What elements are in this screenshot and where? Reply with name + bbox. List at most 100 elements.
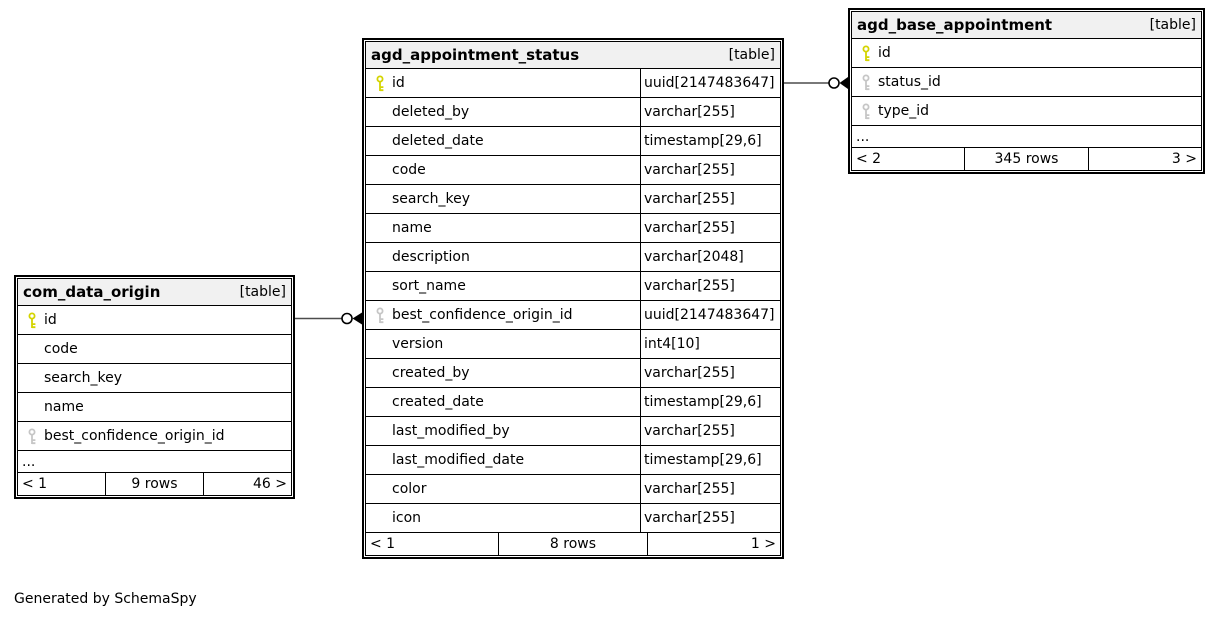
column-row-sort_name: sort_name varchar[255] — [365, 272, 781, 301]
column-type: varchar[255] — [640, 214, 780, 242]
column-name-cell: status_id — [852, 68, 1201, 96]
column-type: varchar[255] — [640, 417, 780, 445]
column-name: name — [392, 220, 432, 236]
column-type: varchar[255] — [640, 98, 780, 126]
column-row-created_by: created_by varchar[255] — [365, 359, 781, 388]
table-name: agd_base_appointment — [857, 16, 1053, 34]
column-row-code: code — [17, 335, 292, 364]
column-name: created_by — [392, 365, 470, 381]
column-row-best_confidence_origin_id: best_confidence_origin_id — [17, 422, 292, 451]
column-name-cell: id — [18, 306, 291, 334]
column-name-cell: last_modified_date — [366, 446, 640, 474]
column-name-cell: code — [18, 335, 291, 363]
column-name-cell: description — [366, 243, 640, 271]
column-name: status_id — [878, 74, 941, 90]
child-tables-count: 46 > — [253, 476, 287, 492]
column-name: code — [392, 162, 426, 178]
column-row-status_id: status_id — [851, 68, 1202, 97]
column-row-id: id — [17, 306, 292, 335]
more-columns-ellipsis: ... — [17, 451, 292, 473]
column-row-type_id: type_id — [851, 97, 1202, 126]
column-name-cell: created_by — [366, 359, 640, 387]
column-type: varchar[255] — [640, 272, 780, 300]
column-name-cell: deleted_date — [366, 127, 640, 155]
table-type-badge: [table] — [728, 47, 775, 63]
zero-or-more-circle-icon — [341, 312, 353, 325]
column-row-search_key: search_key — [17, 364, 292, 393]
column-name: deleted_by — [392, 104, 470, 120]
column-row-id: id — [851, 39, 1202, 68]
row-count: 8 rows — [498, 533, 648, 555]
foreign-key-icon — [27, 428, 44, 445]
column-row-code: code varchar[255] — [365, 156, 781, 185]
column-name: color — [392, 481, 427, 497]
column-name-cell: search_key — [18, 364, 291, 392]
column-name: best_confidence_origin_id — [392, 307, 573, 323]
column-type: varchar[255] — [640, 185, 780, 213]
column-type: uuid[2147483647] — [640, 301, 780, 329]
column-type: timestamp[29,6] — [640, 127, 780, 155]
foreign-key-icon — [861, 74, 878, 91]
row-count: 345 rows — [963, 148, 1090, 170]
row-count: 9 rows — [105, 473, 204, 495]
primary-key-icon — [861, 45, 878, 62]
column-name: created_date — [392, 394, 484, 410]
column-name: icon — [392, 510, 422, 526]
parent-tables-count: < 1 — [370, 536, 396, 552]
column-name: search_key — [392, 191, 471, 207]
column-name-cell: id — [852, 39, 1201, 67]
table-name: agd_appointment_status — [371, 46, 580, 64]
column-type: uuid[2147483647] — [640, 69, 780, 97]
column-name-cell: version — [366, 330, 640, 358]
zero-or-more-circle-icon — [828, 77, 840, 89]
column-name: description — [392, 249, 470, 265]
table-name: com_data_origin — [23, 283, 161, 301]
column-type: varchar[255] — [640, 359, 780, 387]
column-name-cell: type_id — [852, 97, 1201, 125]
column-name: code — [44, 341, 78, 357]
parent-tables-count: < 2 — [856, 151, 882, 167]
column-name-cell: best_confidence_origin_id — [18, 422, 291, 450]
child-tables-count: 1 > — [750, 536, 776, 552]
column-type: timestamp[29,6] — [640, 388, 780, 416]
column-name-cell: last_modified_by — [366, 417, 640, 445]
column-name: name — [44, 399, 84, 415]
generated-by-label: Generated by SchemaSpy — [14, 591, 197, 607]
column-name-cell: created_date — [366, 388, 640, 416]
column-name: version — [392, 336, 444, 352]
table-type-badge: [table] — [239, 284, 286, 300]
column-row-created_date: created_date timestamp[29,6] — [365, 388, 781, 417]
column-row-name: name varchar[255] — [365, 214, 781, 243]
column-type: varchar[255] — [640, 156, 780, 184]
column-row-name: name — [17, 393, 292, 422]
relationship-agd-appointment-status-to-agd-base-appointment — [784, 77, 848, 89]
column-name-cell: name — [366, 214, 640, 242]
primary-key-icon — [27, 312, 44, 329]
table-stats-footer: < 1 8 rows 1 > — [365, 533, 781, 556]
foreign-key-icon — [375, 307, 392, 324]
column-name: best_confidence_origin_id — [44, 428, 225, 444]
column-name-cell: name — [18, 393, 291, 421]
column-name: id — [44, 312, 57, 328]
column-name: type_id — [878, 103, 930, 119]
column-name-cell: search_key — [366, 185, 640, 213]
table-header: agd_base_appointment[table] — [851, 11, 1202, 39]
column-name-cell: color — [366, 475, 640, 503]
column-name: id — [878, 45, 891, 61]
crow-foot-icon — [352, 312, 362, 325]
column-name-cell: deleted_by — [366, 98, 640, 126]
foreign-key-icon — [861, 103, 878, 120]
column-type: varchar[255] — [640, 475, 780, 503]
column-name: sort_name — [392, 278, 466, 294]
primary-key-icon — [375, 75, 392, 92]
